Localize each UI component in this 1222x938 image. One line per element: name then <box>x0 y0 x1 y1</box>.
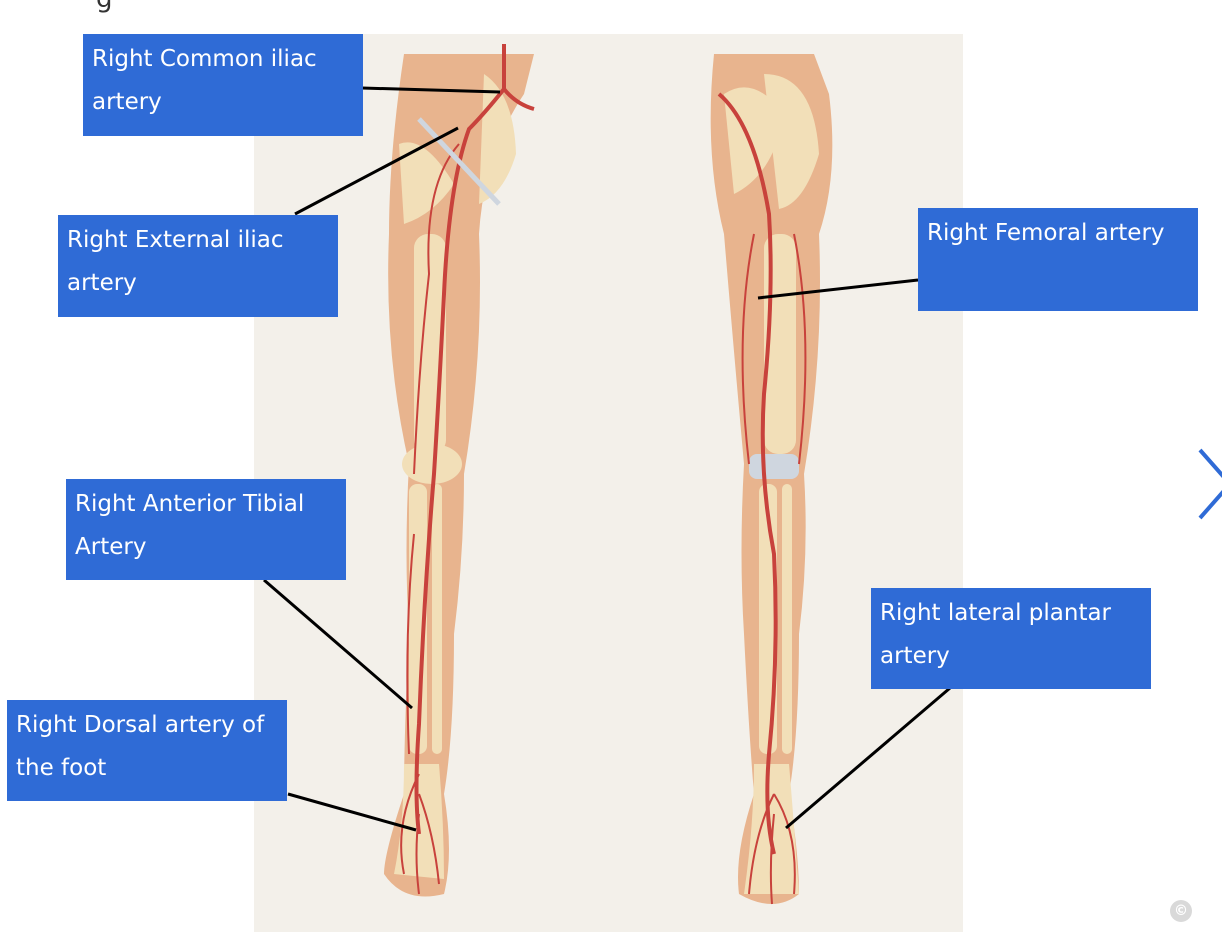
leg-arteries-drawing <box>384 44 833 905</box>
label-dorsal-foot[interactable]: Right Dorsal artery of the foot <box>7 700 287 801</box>
label-common-iliac-text: Right Common iliac artery <box>92 46 317 115</box>
label-femoral[interactable]: Right Femoral artery <box>918 208 1198 311</box>
label-external-iliac-text: Right External iliac artery <box>67 227 284 296</box>
label-femoral-text: Right Femoral artery <box>927 220 1165 246</box>
copyright-icon: © <box>1170 900 1192 922</box>
label-external-iliac[interactable]: Right External iliac artery <box>58 215 338 317</box>
label-anterior-tibial-text: Right Anterior Tibial Artery <box>75 491 305 560</box>
label-anterior-tibial[interactable]: Right Anterior Tibial Artery <box>66 479 346 580</box>
label-lateral-plantar[interactable]: Right lateral plantar artery <box>871 588 1151 689</box>
header-partial-text: g <box>96 0 113 14</box>
label-common-iliac[interactable]: Right Common iliac artery <box>83 34 363 136</box>
chevron-right-icon[interactable] <box>1192 446 1222 522</box>
posterior-leg <box>710 54 833 905</box>
anatomy-illustration <box>254 34 963 932</box>
chevron-right-glyph <box>1198 448 1222 520</box>
label-dorsal-foot-text: Right Dorsal artery of the foot <box>16 712 265 781</box>
anterior-leg <box>384 44 535 897</box>
label-lateral-plantar-text: Right lateral plantar artery <box>880 600 1112 669</box>
